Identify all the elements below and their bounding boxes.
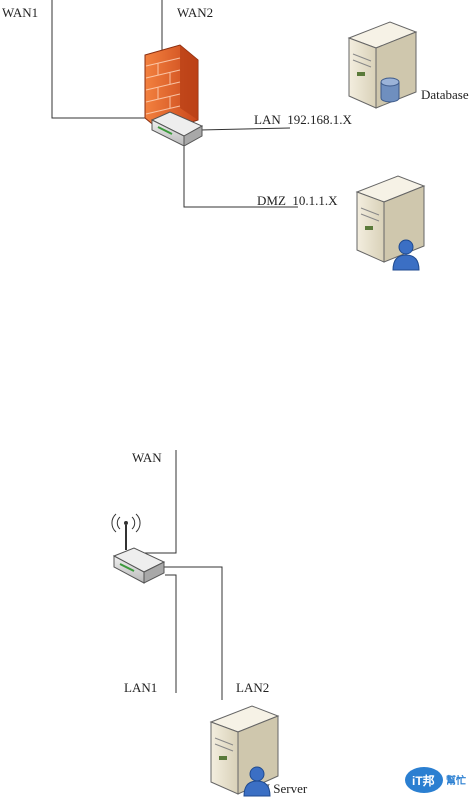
dmz-link — [183, 142, 298, 208]
wan1-link — [51, 0, 160, 119]
lan1-label: LAN1 — [124, 680, 157, 695]
database-cylinder-icon — [380, 77, 400, 103]
ithome-logo: iT邦 幫忙 — [405, 767, 466, 793]
wan1-label: WAN1 — [2, 5, 38, 20]
vpn-server-icon — [209, 705, 280, 795]
dmz-label: DMZ 10.1.1.X — [257, 193, 338, 208]
wan-link — [140, 450, 177, 554]
lan1-link — [165, 574, 177, 693]
dmz-server-icon — [355, 175, 426, 263]
wireless-router-icon — [111, 513, 166, 584]
lan2-label: LAN2 — [236, 680, 269, 695]
database-label: Database — [421, 87, 469, 102]
firewall-icon — [144, 44, 199, 133]
user-icon — [392, 239, 420, 271]
vpn-user-icon — [243, 766, 271, 797]
logo-sub-text: 幫忙 — [446, 774, 466, 787]
router-icon — [150, 111, 204, 147]
lan-label: LAN 192.168.1.X — [254, 112, 352, 127]
lan-link — [199, 127, 291, 131]
logo-main-text: iT邦 — [412, 773, 435, 788]
lan2-link — [162, 566, 223, 700]
wan2-label: WAN2 — [177, 5, 213, 20]
wan-label: WAN — [132, 450, 162, 465]
